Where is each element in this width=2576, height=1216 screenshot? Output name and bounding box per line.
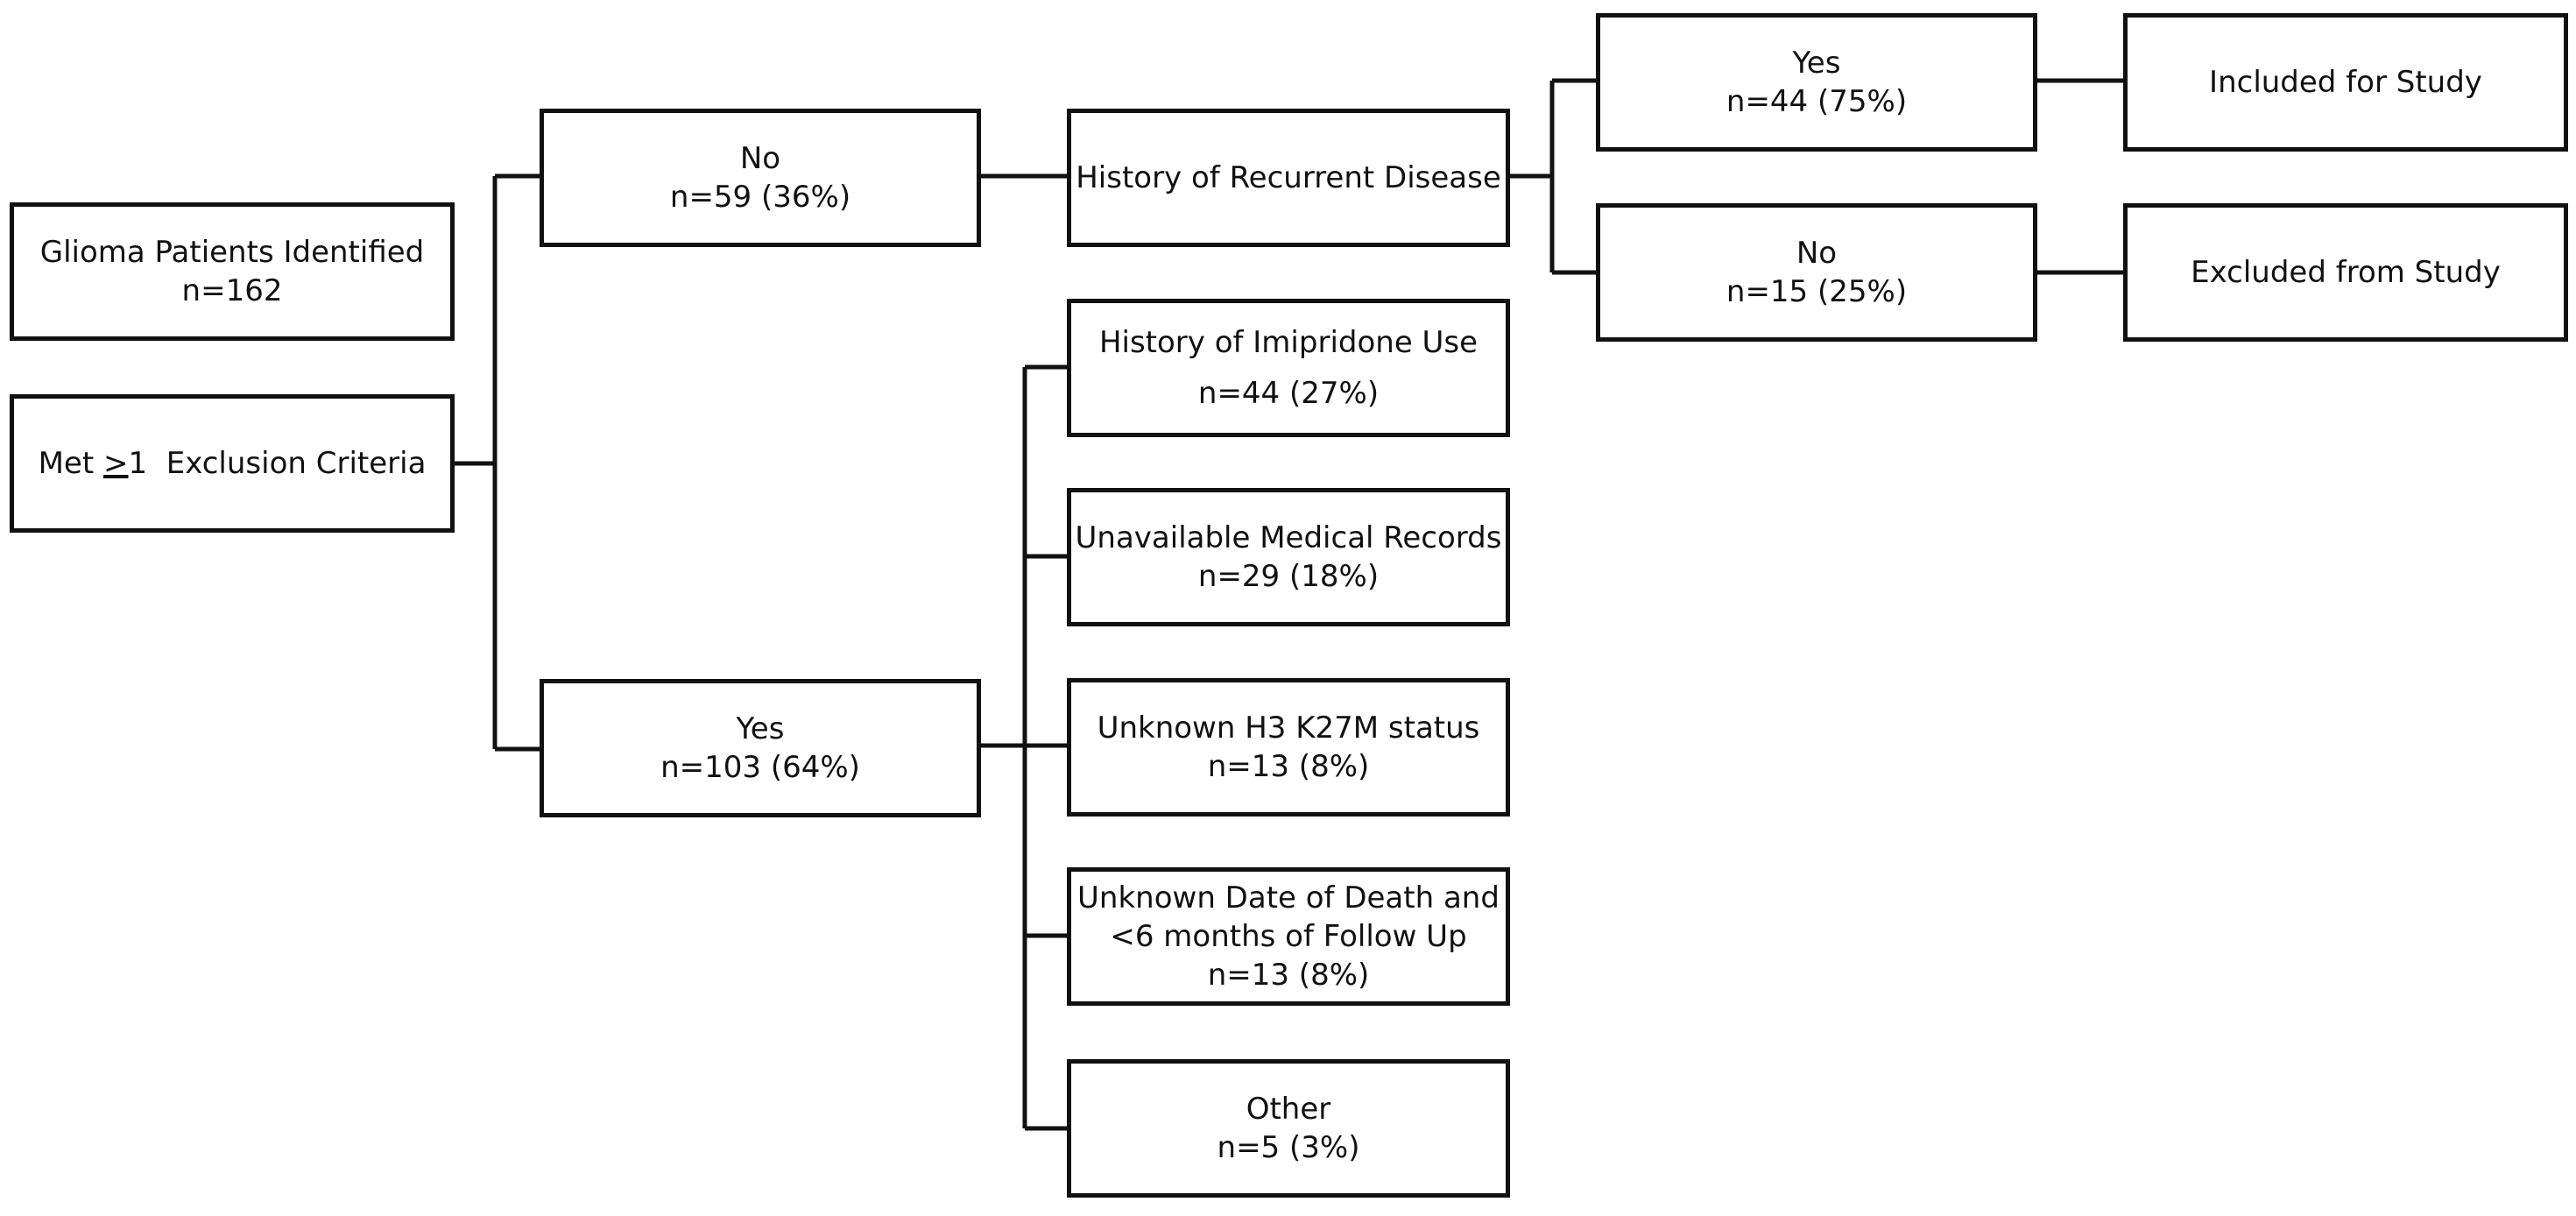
glioma-patients-box: Glioma Patients Identified n=162 — [10, 202, 455, 341]
greater-equal-symbol: > — [102, 446, 129, 481]
yes-exclusion-box: Yes n=103 (64%) — [540, 679, 981, 817]
yes-exclusion-count: n=103 (64%) — [660, 750, 860, 785]
h3k27m-box: Unknown H3 K27M status n=13 (8%) — [1067, 678, 1510, 817]
exclusion-criteria-box: Met >1 Exclusion Criteria — [10, 394, 455, 533]
no-recurrent-label: No — [1796, 236, 1838, 271]
excluded-label: Excluded from Study — [2191, 255, 2501, 290]
other-box: Other n=5 (3%) — [1067, 1059, 1510, 1198]
connector-yes-reasons — [979, 364, 1069, 1131]
no-recurrent-box: No n=15 (25%) — [1596, 203, 2037, 342]
excluded-box: Excluded from Study — [2123, 203, 2568, 342]
connector-recurrent-branch — [1508, 78, 1598, 275]
exclusion-suffix: 1 Exclusion Criteria — [128, 446, 427, 481]
medical-records-count: n=29 (18%) — [1197, 559, 1380, 594]
other-count: n=5 (3%) — [1217, 1130, 1360, 1165]
yes-exclusion-label: Yes — [736, 711, 785, 746]
no-recurrent-count: n=15 (25%) — [1726, 274, 1908, 309]
included-box: Included for Study — [2123, 13, 2568, 152]
glioma-patients-label: Glioma Patients Identified — [39, 235, 425, 270]
exclusion-criteria-label: Met >1 Exclusion Criteria — [39, 444, 427, 483]
yes-recurrent-label: Yes — [1792, 46, 1841, 81]
yes-recurrent-count: n=44 (75%) — [1726, 84, 1908, 119]
h3k27m-count: n=13 (8%) — [1207, 749, 1370, 784]
imipridone-box: History of Imipridone Use n=44 (27%) — [1067, 299, 1510, 437]
medical-records-box: Unavailable Medical Records n=29 (18%) — [1067, 488, 1510, 626]
death-date-box: Unknown Date of Death and <6 months of F… — [1067, 867, 1510, 1006]
recurrent-disease-box: History of Recurrent Disease — [1067, 109, 1510, 247]
imipridone-count: n=44 (27%) — [1197, 376, 1380, 411]
follow-up-label: <6 months of Follow Up — [1110, 919, 1467, 954]
other-label: Other — [1246, 1092, 1331, 1127]
glioma-patients-count: n=162 — [181, 273, 283, 308]
medical-records-label: Unavailable Medical Records — [1075, 520, 1502, 555]
yes-recurrent-box: Yes n=44 (75%) — [1596, 13, 2037, 152]
imipridone-label: History of Imipridone Use — [1098, 325, 1479, 360]
no-exclusion-count: n=59 (36%) — [669, 180, 851, 215]
death-date-label: Unknown Date of Death and — [1077, 880, 1500, 916]
exclusion-prefix: Met — [38, 446, 103, 481]
connector-exclusion-branch — [452, 173, 541, 752]
death-date-count: n=13 (8%) — [1207, 958, 1370, 993]
included-label: Included for Study — [2209, 65, 2482, 100]
no-exclusion-box: No n=59 (36%) — [540, 109, 981, 247]
no-exclusion-label: No — [739, 141, 781, 176]
h3k27m-label: Unknown H3 K27M status — [1097, 711, 1480, 746]
recurrent-disease-label: History of Recurrent Disease — [1076, 160, 1501, 195]
